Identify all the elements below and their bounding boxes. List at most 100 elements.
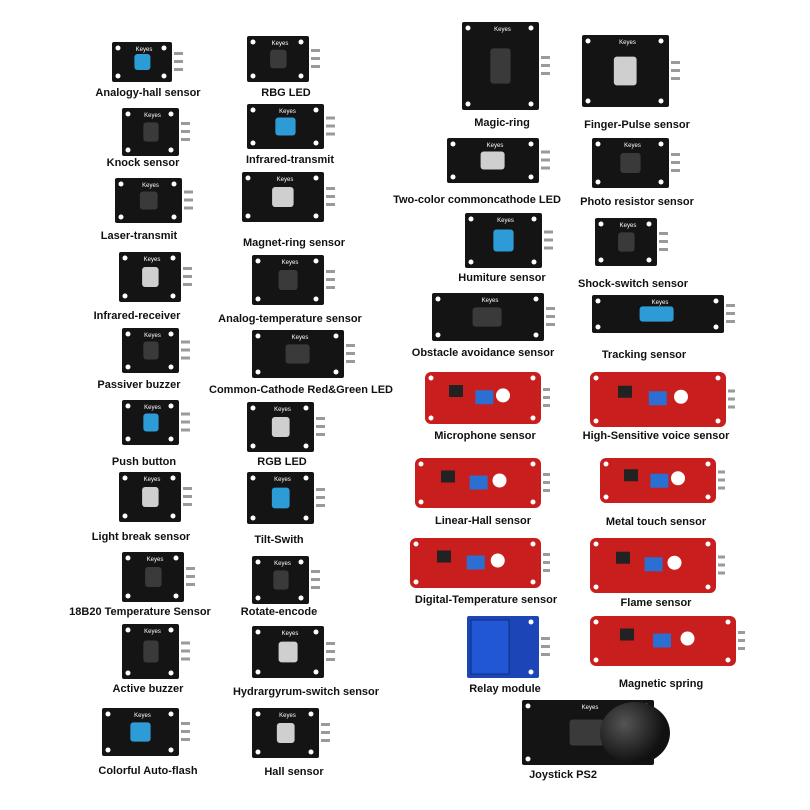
sensor-label: RGB LED [257, 456, 307, 468]
sensor-label: Metal touch sensor [605, 516, 707, 528]
sensor-label: Tracking sensor [601, 349, 687, 361]
sensor-label: RBG LED [261, 87, 311, 99]
sensor-board-image: Keyes [247, 36, 320, 82]
sensor-board-image [590, 616, 745, 666]
sensor-label: Two-color commoncathode LED [393, 194, 561, 206]
sensor-label: Magnet-ring sensor [242, 237, 346, 249]
sensor-label: Linear-Hall sensor [435, 515, 531, 527]
sensor-label: Hydrargyrum-switch sensor [232, 686, 380, 698]
sensor-label: Laser-transmit [100, 230, 178, 242]
svg-text:Keyes: Keyes [282, 631, 299, 637]
sensor-board-image: Keyes [122, 624, 190, 679]
sensor-label: Light break sensor [91, 531, 191, 543]
sensor-board-image: Keyes [112, 42, 183, 82]
svg-text:Keyes: Keyes [144, 257, 161, 263]
svg-text:Keyes: Keyes [136, 47, 153, 53]
svg-text:Keyes: Keyes [292, 335, 309, 341]
sensor-board-image: Keyes [462, 22, 550, 110]
joystick-cap [600, 702, 670, 764]
sensor-board-image: Keyes [247, 104, 335, 149]
sensor-board-image: Keyes [595, 218, 668, 266]
sensor-label: Shock-switch sensor [577, 278, 689, 290]
sensor-label: Rotate-encode [240, 606, 318, 618]
sensor-label: Colorful Auto-flash [98, 765, 198, 777]
svg-text:Keyes: Keyes [497, 218, 514, 224]
sensor-label: Flame sensor [620, 597, 692, 609]
sensor-board-image: Keyes [119, 252, 192, 302]
svg-text:Keyes: Keyes [487, 143, 504, 149]
sensor-label: Analogy-hall sensor [95, 87, 201, 99]
sensor-label: Infrared-receiver [93, 310, 181, 322]
sensor-label: Common-Cathode Red&Green LED [209, 384, 393, 396]
svg-text:Keyes: Keyes [619, 40, 636, 46]
sensor-board-image: Keyes [447, 138, 550, 183]
svg-text:Keyes: Keyes [144, 333, 161, 339]
sensor-board-image [590, 538, 725, 593]
sensor-board-image: Keyes [115, 178, 193, 223]
sensor-board-image [590, 372, 735, 427]
sensor-label: Joystick PS2 [529, 769, 597, 781]
sensor-board-image: Keyes [582, 35, 680, 107]
sensor-label: Active buzzer [112, 683, 184, 695]
sensor-board-image [415, 458, 550, 508]
svg-text:Keyes: Keyes [620, 223, 637, 229]
sensor-board-image: Keyes [122, 328, 190, 373]
svg-text:Keyes: Keyes [279, 713, 296, 719]
svg-text:Keyes: Keyes [274, 407, 291, 413]
svg-text:Keyes: Keyes [274, 477, 291, 483]
sensor-label: Push button [111, 456, 177, 468]
sensor-label: Infrared-transmit [245, 154, 335, 166]
sensor-board-image: Keyes [242, 172, 335, 222]
sensor-board-image: Keyes [247, 472, 325, 524]
sensor-board-image: Keyes [252, 556, 320, 604]
sensor-board-image [467, 616, 550, 678]
sensor-board-image: Keyes [465, 213, 553, 268]
sensor-label: Magnetic spring [618, 678, 704, 690]
svg-text:Keyes: Keyes [144, 113, 161, 119]
svg-text:Keyes: Keyes [494, 27, 511, 33]
sensor-label: Digital-Temperature sensor [414, 594, 558, 606]
svg-text:Keyes: Keyes [142, 183, 159, 189]
sensor-label: Knock sensor [106, 157, 180, 169]
sensor-board-image: Keyes [247, 402, 325, 452]
svg-text:Keyes: Keyes [279, 109, 296, 115]
sensor-label: Hall sensor [264, 766, 324, 778]
sensor-label: Finger-Pulse sensor [584, 119, 690, 131]
sensor-label: Tilt-Swith [254, 534, 304, 546]
svg-text:Keyes: Keyes [582, 705, 599, 711]
sensor-label: Passiver buzzer [97, 379, 181, 391]
sensor-board-image: Keyes [122, 552, 195, 602]
sensor-board-image: Keyes [252, 626, 335, 678]
sensor-label: Microphone sensor [434, 430, 536, 442]
sensor-label: 18B20 Temperature Sensor [69, 606, 211, 618]
svg-text:Keyes: Keyes [282, 260, 299, 266]
svg-text:Keyes: Keyes [134, 713, 151, 719]
sensor-board-image [600, 458, 725, 503]
sensor-board-image: Keyes [252, 255, 335, 305]
sensor-board-image: Keyes [432, 293, 555, 341]
sensor-board-image: Keyes [252, 330, 355, 378]
svg-text:Keyes: Keyes [274, 561, 291, 567]
svg-text:Keyes: Keyes [277, 177, 294, 183]
sensor-label: Obstacle avoidance sensor [411, 347, 555, 359]
svg-text:Keyes: Keyes [272, 41, 289, 47]
sensor-board-image: Keyes [592, 138, 680, 188]
sensor-label: Humiture sensor [458, 272, 546, 284]
svg-text:Keyes: Keyes [144, 629, 161, 635]
sensor-board-image: Keyes [592, 295, 735, 333]
sensor-board-image [410, 538, 550, 588]
sensor-board-image: Keyes [122, 108, 190, 156]
svg-text:Keyes: Keyes [147, 557, 164, 563]
svg-text:Keyes: Keyes [652, 300, 669, 306]
svg-text:Keyes: Keyes [624, 143, 641, 149]
sensor-label: Magic-ring [474, 117, 530, 129]
svg-text:Keyes: Keyes [482, 298, 499, 304]
sensor-label: High-Sensitive voice sensor [582, 430, 730, 442]
sensor-board-image: Keyes [122, 400, 190, 445]
sensor-label: Analog-temperature sensor [218, 313, 362, 325]
sensor-board-image [425, 372, 550, 424]
sensor-board-image: Keyes [252, 708, 330, 758]
svg-text:Keyes: Keyes [144, 477, 161, 483]
sensor-board-image: Keyes [119, 472, 192, 522]
